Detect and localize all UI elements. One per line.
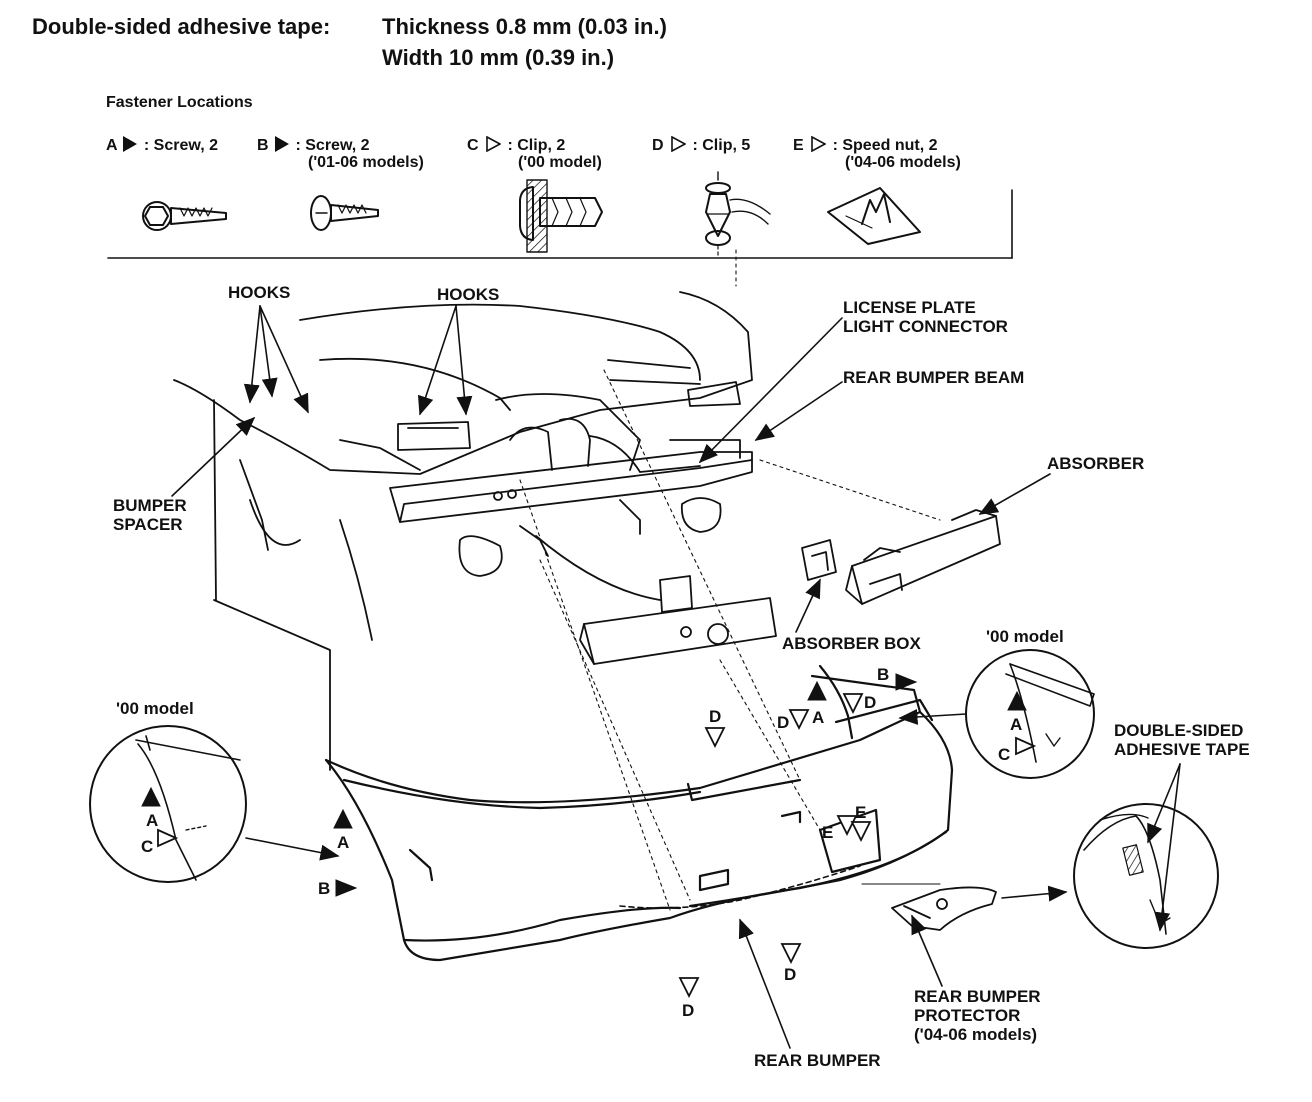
open-triangle-icon	[811, 135, 827, 153]
absorber-box-label: ABSORBER BOX	[782, 634, 921, 653]
fastener-a-letter: A	[106, 137, 117, 154]
location-markers-filled	[141, 673, 1027, 897]
rear-bumper-protector-label-2: PROTECTOR	[914, 1006, 1021, 1025]
marker-b-icon	[335, 879, 358, 897]
marker-d-icon	[842, 693, 864, 715]
model-00-right-label: '00 model	[986, 627, 1064, 646]
marker-c-icon	[157, 828, 179, 848]
double-sided-label-1: DOUBLE-SIDED	[1114, 721, 1244, 740]
fastener-d: D : Clip, 5	[652, 135, 751, 155]
fastener-c: C : Clip, 2	[467, 135, 566, 155]
clip-c-icon	[519, 179, 603, 253]
rear-bumper-label: REAR BUMPER	[754, 1051, 881, 1070]
filled-triangle-icon	[275, 136, 290, 152]
hooks-right-label: HOOKS	[437, 285, 500, 304]
letter-e: E	[822, 823, 834, 842]
letter-a: A	[337, 833, 350, 852]
license-plate-label-1: LICENSE PLATE	[843, 298, 976, 317]
fastener-c-text: : Clip, 2	[507, 137, 566, 154]
open-triangle-icon	[486, 135, 502, 153]
letter-d: D	[864, 693, 877, 712]
letter-d: D	[709, 707, 722, 726]
rear-bumper-beam	[389, 435, 753, 557]
bumper-spacer-label-1: BUMPER	[113, 496, 187, 515]
license-plate-label-2: LIGHT CONNECTOR	[843, 317, 1008, 336]
fastener-e-text: : Speed nut, 2	[832, 137, 938, 154]
speed-nut-icon	[827, 187, 921, 245]
fastener-e-letter: E	[793, 137, 804, 154]
fastener-d-letter: D	[652, 137, 664, 154]
rear-bumper-body	[324, 664, 954, 962]
rear-bumper-protector-label-3: ('04-06 models)	[914, 1025, 1038, 1044]
absorber-center	[579, 575, 777, 665]
location-markers-open	[157, 693, 1037, 999]
letter-e: E	[855, 803, 867, 822]
letter-a: A	[146, 811, 159, 830]
letter-b: B	[318, 879, 331, 898]
car-body-outline	[173, 291, 753, 771]
open-triangle-icon	[671, 135, 687, 153]
letter-c: C	[998, 745, 1011, 764]
marker-c-icon	[1015, 736, 1037, 756]
fastener-e-note: ('04-06 models)	[845, 154, 961, 171]
marker-a-icon	[333, 808, 353, 829]
fastener-c-letter: C	[467, 137, 479, 154]
double-sided-label-2: ADHESIVE TAPE	[1114, 740, 1250, 759]
letter-a: A	[1010, 715, 1023, 734]
tape-thickness: Thickness 0.8 mm (0.03 in.)	[382, 14, 667, 39]
marker-d-icon	[780, 943, 802, 965]
screw-b-icon	[310, 195, 379, 231]
fastener-c-note: ('00 model)	[518, 154, 602, 171]
marker-d-icon	[704, 727, 726, 749]
letter-b: B	[877, 665, 890, 684]
fastener-b-letter: B	[257, 137, 269, 154]
screw-a-icon	[142, 201, 227, 231]
model-00-left-label: '00 model	[116, 699, 194, 718]
fastener-b-note: ('01-06 models)	[308, 154, 424, 171]
marker-a-icon	[807, 680, 827, 701]
fastener-e: E : Speed nut, 2	[793, 135, 938, 155]
detail-circle-right-top	[965, 649, 1095, 779]
absorber-box	[801, 539, 837, 581]
detail-circle-left	[89, 725, 247, 883]
fastener-b-text: : Screw, 2	[295, 137, 370, 154]
letter-d: D	[777, 713, 790, 732]
detail-circle-right-bottom	[1073, 803, 1219, 949]
rear-bumper-protector	[891, 886, 997, 931]
tape-label: Double-sided adhesive tape:	[32, 14, 331, 39]
letter-d: D	[682, 1001, 695, 1020]
tape-width: Width 10 mm (0.39 in.)	[382, 45, 615, 70]
marker-e-icon	[836, 815, 858, 837]
marker-d-icon	[678, 977, 700, 999]
fastener-locations-title: Fastener Locations	[106, 94, 253, 111]
marker-d-icon	[788, 709, 810, 731]
marker-a-icon	[1007, 690, 1027, 711]
rear-bumper-beam-label: REAR BUMPER BEAM	[843, 368, 1025, 387]
absorber-right	[845, 509, 1001, 605]
fastener-b: B : Screw, 2	[257, 136, 370, 155]
fastener-d-text: : Clip, 5	[692, 137, 751, 154]
marker-a-icon	[141, 786, 161, 807]
letter-d: D	[784, 965, 797, 984]
filled-triangle-icon	[123, 136, 138, 152]
bumper-spacer-label-2: SPACER	[113, 515, 183, 534]
rear-bumper-protector-label-1: REAR BUMPER	[914, 987, 1041, 1006]
marker-e-icon	[850, 821, 872, 843]
clip-d-icon	[705, 171, 771, 259]
letter-a: A	[812, 708, 825, 727]
marker-b-icon	[895, 673, 918, 691]
fastener-a-text: : Screw, 2	[143, 137, 218, 154]
absorber-label: ABSORBER	[1047, 454, 1145, 473]
letter-c: C	[141, 837, 154, 856]
hooks-left-label: HOOKS	[228, 283, 291, 302]
fastener-a: A : Screw, 2	[106, 136, 218, 155]
